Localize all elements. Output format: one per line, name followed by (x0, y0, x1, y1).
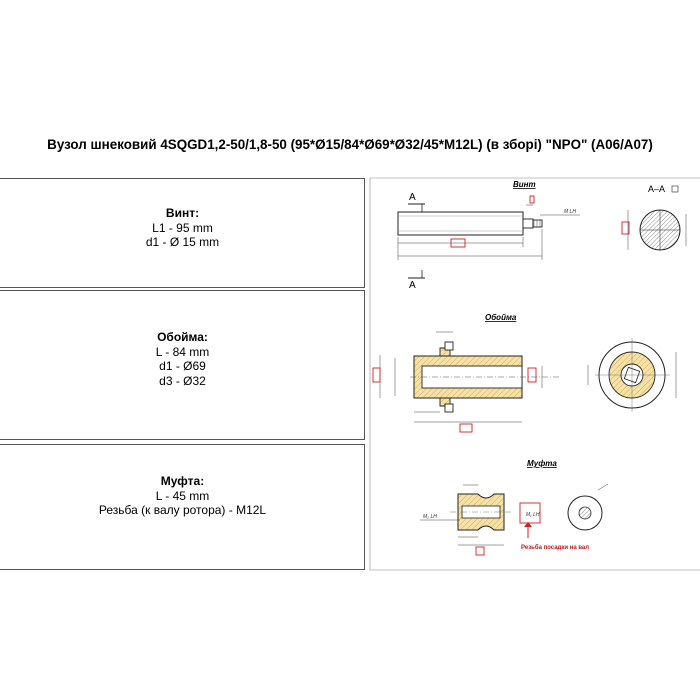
screw-length-marker (450, 238, 466, 248)
coupling-info-text: Муфта: L - 45 mm Резьба (к валу ротора) … (0, 474, 365, 518)
coupling-length-marker (475, 546, 485, 556)
sleeve-drawing: Обойма (372, 313, 677, 433)
sleeve-length-marker (459, 423, 473, 433)
sleeve-drawing-label: Обойма (485, 313, 517, 322)
sleeve-outer-diameter: d1 - Ø69 (159, 359, 206, 373)
screw-shaft (397, 211, 524, 236)
drawing-frame (369, 177, 700, 571)
screw-heading: Винт: (165, 206, 200, 220)
thread-note: Резьба посадки на вал (521, 544, 589, 551)
screw-diameter-marker (621, 221, 630, 235)
section-a-a-label: A–A (648, 184, 665, 194)
sleeve-inner-diameter-marker (527, 367, 537, 383)
svg-text:M₂ LH: M₂ LH (423, 514, 437, 520)
sleeve-info-panel (0, 290, 365, 440)
coupling-thread-marker (519, 502, 541, 524)
svg-text:M₁ LH: M₁ LH (526, 512, 540, 518)
svg-text:M LH: M LH (564, 209, 576, 215)
coupling-info-panel (0, 444, 365, 570)
sleeve-length: L - 84 mm (155, 344, 210, 359)
page-title: Вузол шнековий 4SQGD1,2-50/1,8-50 (95*Ø1… (47, 137, 653, 152)
screw-info-panel (0, 178, 365, 288)
screw-drawing-label: Винт (513, 180, 536, 189)
section-a-top: A (409, 192, 416, 203)
sleeve-inner-diameter: d3 - Ø32 (159, 373, 206, 388)
coupling-length: L - 45 mm (155, 488, 210, 503)
screw-diameter: d1 - Ø 15 mm (145, 235, 220, 249)
sleeve-info-text: Обойма: L - 84 mm d1 - Ø69 d3 - Ø32 (0, 330, 365, 388)
coupling-drawing-label: Муфта (527, 459, 557, 468)
screw-info-text: Винт: L1 - 95 mm d1 - Ø 15 mm (0, 206, 365, 250)
sleeve-outer-diameter-marker (372, 367, 381, 383)
coupling-drawing: Муфта M₂ LH M₁ LH Резьба посадки на вал (420, 459, 609, 556)
coupling-thread: Резьба (к валу ротора) - M12L (98, 503, 267, 517)
screw-drawing: Винт A A M LH A–A (397, 180, 687, 291)
screw-length: L1 - 95 mm (152, 220, 213, 235)
section-a-bottom: A (409, 280, 416, 291)
coupling-heading: Муфта: (160, 474, 205, 488)
screw-tip (522, 218, 534, 229)
sleeve-heading: Обойма: (157, 330, 208, 344)
